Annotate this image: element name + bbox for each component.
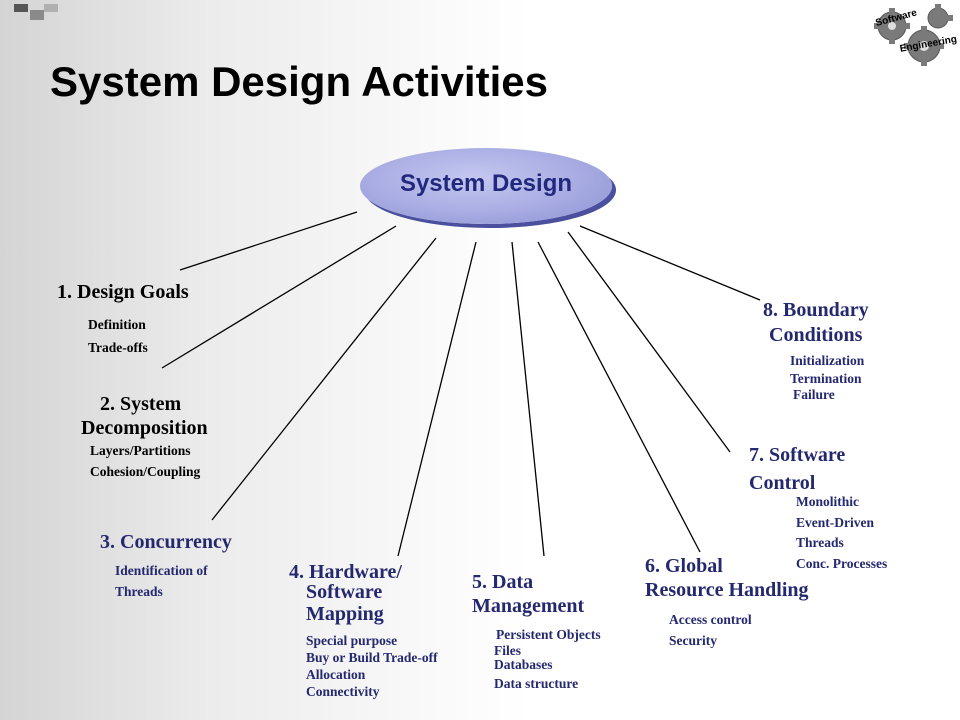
boundary-item: Failure: [793, 387, 835, 402]
connector-concurrency: [211, 237, 437, 521]
software-control-heading-line2: Control: [749, 472, 816, 494]
system-design-ellipse: [360, 148, 612, 224]
software-control-item: Monolithic: [796, 494, 859, 509]
data-management-item: Persistent Objects: [496, 627, 601, 642]
boundary-item: Initialization: [790, 353, 865, 368]
data-management-item: Files: [494, 643, 521, 658]
data-management-item: Databases: [494, 657, 553, 672]
concurrency-item: Identification of: [115, 563, 208, 578]
concurrency-item: Threads: [115, 584, 163, 599]
boundary-heading-line2: Conditions: [769, 324, 863, 346]
connector-global-resource: [537, 241, 701, 553]
page-title: System Design Activities: [50, 58, 548, 105]
hw-sw-item: Allocation: [306, 667, 366, 682]
hw-sw-heading-line3: Mapping: [306, 603, 384, 625]
software-control-heading-line1: 7. Software: [749, 444, 846, 466]
data-management-heading-line2: Management: [472, 595, 585, 617]
decomposition-heading-line1: 2. System: [100, 393, 182, 415]
connector-software-control: [567, 231, 731, 453]
software-engineering-gears-logo: Software Engineering: [874, 4, 958, 66]
decomposition-heading-line2: Decomposition: [81, 417, 208, 439]
design-goals-item: Trade-offs: [88, 340, 148, 355]
concurrency-heading: 3. Concurrency: [100, 531, 232, 553]
design-goals-item: Definition: [88, 317, 146, 332]
design-goals-heading: 1. Design Goals: [57, 281, 189, 303]
hw-sw-item: Buy or Build Trade-off: [306, 650, 438, 665]
software-control-item: Threads: [796, 535, 844, 550]
boundary-item: Termination: [790, 371, 862, 386]
connector-decomposition: [161, 225, 397, 369]
global-resource-heading-line2: Resource Handling: [645, 579, 809, 601]
global-resource-item: Security: [669, 633, 717, 648]
data-management-heading-line1: 5. Data: [472, 571, 534, 593]
hw-sw-heading-line1: 4. Hardware/: [289, 561, 402, 583]
boundary-heading-line1: 8. Boundary: [763, 299, 869, 321]
decomposition-item: Cohesion/Coupling: [90, 464, 201, 479]
hw-sw-heading-line2: Software: [306, 581, 383, 603]
decomposition-item: Layers/Partitions: [90, 443, 191, 458]
connector-data-management: [511, 241, 545, 557]
data-management-item: Data structure: [494, 676, 579, 691]
connector-hw-sw-mapping: [397, 241, 477, 557]
connector-design-goals: [179, 211, 358, 271]
hw-sw-item: Special purpose: [306, 633, 398, 648]
corner-decoration: [14, 4, 58, 20]
software-control-item: Conc. Processes: [796, 556, 888, 571]
hw-sw-item: Connectivity: [306, 684, 380, 699]
global-resource-heading-line1: 6. Global: [645, 555, 723, 577]
global-resource-item: Access control: [669, 612, 752, 627]
connector-boundary: [579, 225, 761, 301]
software-control-item: Event-Driven: [796, 515, 874, 530]
system-design-label: System Design: [399, 170, 573, 197]
